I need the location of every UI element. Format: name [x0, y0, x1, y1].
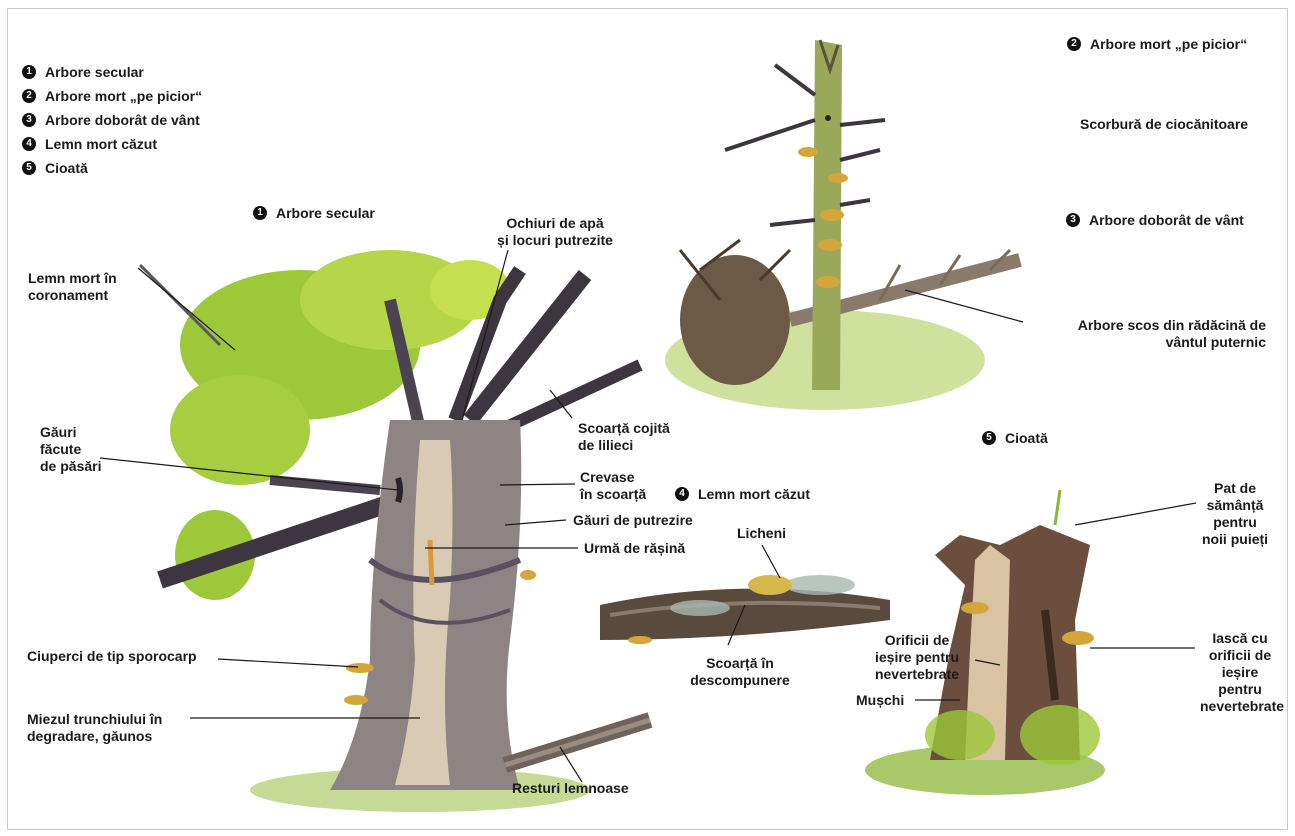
number-badge-icon: 2	[1067, 37, 1081, 51]
heading-label: Lemn mort căzut	[698, 486, 810, 502]
number-badge-icon: 5	[22, 161, 36, 175]
legend: 1 Arbore secular 2 Arbore mort „pe picior“…	[22, 60, 202, 180]
label-seedbed: Pat de sămânță pentru noii puieți	[1195, 480, 1275, 548]
label-fungi: Ciuperci de tip sporocarp	[27, 648, 197, 665]
leader-seedbed	[1075, 503, 1196, 525]
heading-stump: 5 Cioată	[982, 430, 1048, 446]
label-uprooted: Arbore scos din rădăcină de vântul puter…	[1030, 317, 1266, 351]
legend-item: 3 Arbore doborât de vânt	[22, 108, 202, 132]
leader-fungi	[218, 659, 358, 667]
standing-dead-tree-illustration	[665, 40, 1020, 410]
legend-item-label: Lemn mort căzut	[45, 136, 157, 152]
heading-standing-dead-tree: 2 Arbore mort „pe picior“	[1067, 36, 1247, 52]
heading-label: Arbore secular	[276, 205, 375, 221]
number-badge-icon: 3	[22, 113, 36, 127]
number-badge-icon: 4	[22, 137, 36, 151]
label-bird-holes: Găuri făcute de păsări	[40, 424, 101, 475]
heading-label: Arbore doborât de vânt	[1089, 212, 1244, 228]
label-hollow-core: Miezul trunchiului în degradare, găunos	[27, 711, 162, 745]
heading-fallen-log: 4 Lemn mort căzut	[675, 486, 810, 502]
label-invertebrate-exit: Orificii de ieșire pentru nevertebrate	[857, 632, 977, 683]
label-resin-trace: Urmă de rășină	[584, 540, 685, 557]
label-woodpecker-cavity: Scorbură de ciocănitoare	[1080, 116, 1248, 133]
label-peeled-bark: Scoarță cojită de lilieci	[578, 420, 670, 454]
label-woody-debris: Resturi lemnoase	[512, 780, 629, 797]
legend-item: 1 Arbore secular	[22, 60, 202, 84]
legend-item-label: Cioată	[45, 160, 88, 176]
heading-windthrow: 3 Arbore doborât de vânt	[1066, 212, 1244, 228]
label-decomposing-bark: Scoarță în descompunere	[680, 655, 800, 689]
label-splinter-fungus: Iască cu orificii de ieșire pentru never…	[1200, 630, 1280, 715]
legend-item-label: Arbore mort „pe picior“	[45, 88, 202, 104]
legend-item: 5 Cioată	[22, 156, 202, 180]
number-badge-icon: 5	[982, 431, 996, 445]
legend-item-label: Arbore secular	[45, 64, 144, 80]
heading-ancient-tree: 1 Arbore secular	[253, 205, 375, 221]
number-badge-icon: 1	[22, 65, 36, 79]
number-badge-icon: 3	[1066, 213, 1080, 227]
heading-label: Cioată	[1005, 430, 1048, 446]
label-lichens: Licheni	[737, 525, 786, 542]
label-bark-crevices: Crevase în scoarță	[580, 469, 646, 503]
number-badge-icon: 2	[22, 89, 36, 103]
legend-item: 4 Lemn mort căzut	[22, 132, 202, 156]
label-rot-holes: Găuri de putrezire	[573, 512, 693, 529]
leader-lichens	[762, 545, 780, 578]
legend-item: 2 Arbore mort „pe picior“	[22, 84, 202, 108]
heading-label: Arbore mort „pe picior“	[1090, 36, 1247, 52]
label-dead-crown: Lemn mort în coronament	[28, 270, 117, 304]
label-water-holes: Ochiuri de apă și locuri putrezite	[480, 215, 630, 249]
leader-uprooted	[905, 290, 1023, 322]
fallen-log-illustration	[600, 575, 890, 644]
number-badge-icon: 1	[253, 206, 267, 220]
label-moss: Mușchi	[856, 692, 904, 709]
number-badge-icon: 4	[675, 487, 689, 501]
legend-item-label: Arbore doborât de vânt	[45, 112, 200, 128]
